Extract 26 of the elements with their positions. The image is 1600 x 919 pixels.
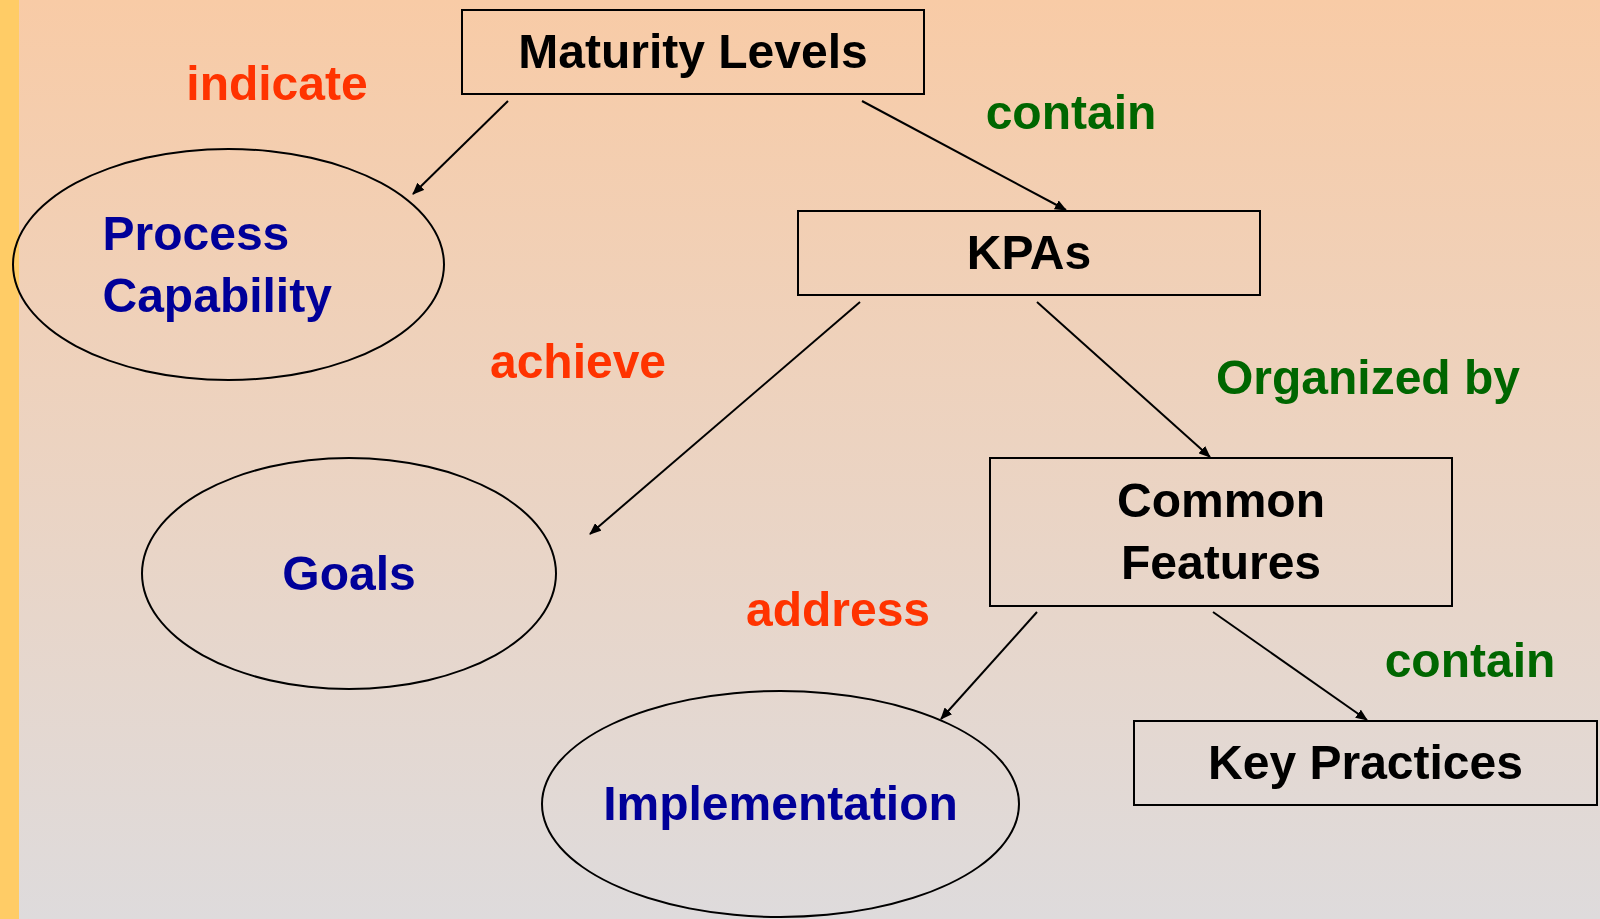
node-label: Process Capability — [101, 205, 333, 324]
ellipse-node — [541, 690, 1020, 918]
concept-box — [989, 457, 1453, 607]
ellipse-node — [12, 148, 445, 381]
ellipse-node — [141, 457, 557, 690]
edge-label: achieve — [489, 334, 667, 390]
edge-label: address — [745, 582, 931, 638]
node-label: Common Features — [1116, 473, 1326, 591]
edge-label: contain — [1384, 633, 1556, 689]
node-label: Goals — [281, 545, 417, 602]
concept-box — [797, 210, 1261, 296]
arrow — [861, 100, 1067, 211]
edge-label: indicate — [186, 56, 368, 112]
arrow — [412, 100, 509, 195]
edge-label: Organized by — [1215, 350, 1521, 406]
concept-box — [1133, 720, 1598, 806]
arrow — [589, 301, 861, 535]
node-label: Key Practices — [1207, 735, 1524, 791]
node-label: KPAs — [965, 225, 1093, 281]
arrow — [940, 611, 1038, 720]
node-label: Implementation — [602, 776, 959, 832]
concept-box — [461, 9, 925, 95]
arrow — [1036, 301, 1211, 458]
edge-label: contain — [985, 85, 1157, 141]
arrow — [1212, 611, 1368, 721]
node-label: Maturity Levels — [517, 24, 869, 80]
